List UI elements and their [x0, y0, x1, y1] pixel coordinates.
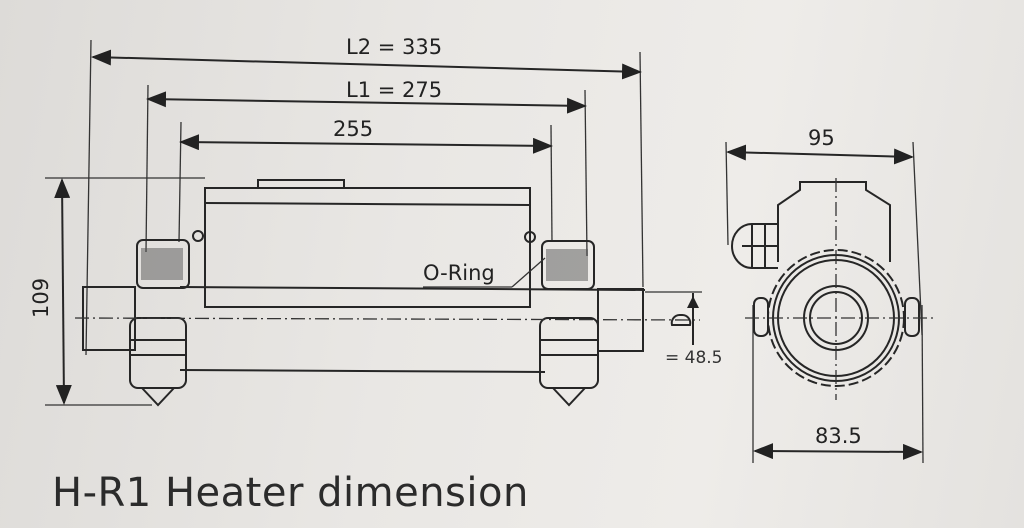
heater-front-view: [74, 179, 701, 407]
l2-dimension-line: [91, 49, 642, 80]
height-dimension-line: [54, 178, 72, 405]
axis-height-dimension: [645, 291, 702, 345]
drawing-title: H-R1 Heater dimension: [52, 470, 529, 516]
l1-label: L1 = 275: [346, 78, 442, 102]
length-255-dimension-line: [179, 134, 553, 154]
side-base-label: 83.5: [815, 424, 862, 448]
o-ring-label: O-Ring: [423, 261, 495, 285]
axis-height-label: = 48.5: [665, 348, 723, 368]
heater-side-view: [725, 141, 935, 464]
height-label: 109: [29, 278, 53, 318]
side-width-dimension-line: [726, 144, 914, 165]
length-255-label: 255: [333, 117, 373, 141]
l2-label: L2 = 335: [346, 35, 442, 59]
side-width-label: 95: [808, 126, 835, 150]
side-base-dimension-line: [753, 443, 923, 460]
l1-dimension-line: [146, 91, 587, 114]
